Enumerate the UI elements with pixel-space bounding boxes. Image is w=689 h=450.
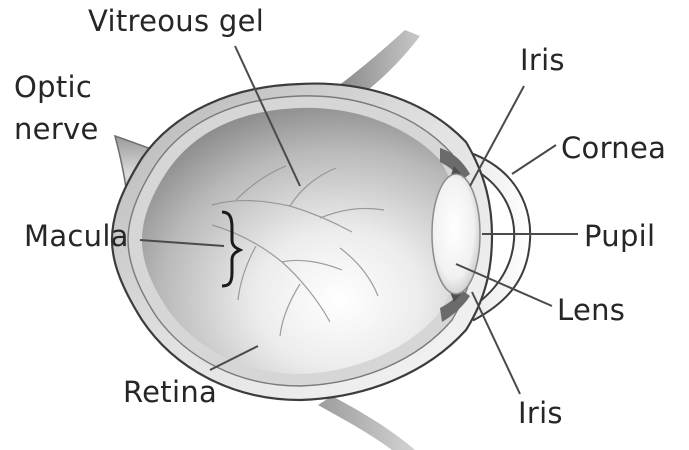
label-retina: Retina [123,375,217,409]
lens-shape [432,174,480,294]
leader-cornea [512,145,556,174]
label-iris-top: Iris [520,43,565,77]
label-optic-nerve-line1: Optic [14,70,92,104]
leader-iris-bottom [472,292,520,394]
label-cornea: Cornea [561,131,666,165]
label-pupil: Pupil [584,219,655,253]
label-lens: Lens [557,293,625,327]
label-vitreous-gel: Vitreous gel [88,4,264,38]
label-macula: Macula [24,219,129,253]
muscle-bottom [318,396,415,450]
label-optic-nerve-line2: nerve [14,112,99,146]
label-iris-bottom: Iris [518,396,563,430]
